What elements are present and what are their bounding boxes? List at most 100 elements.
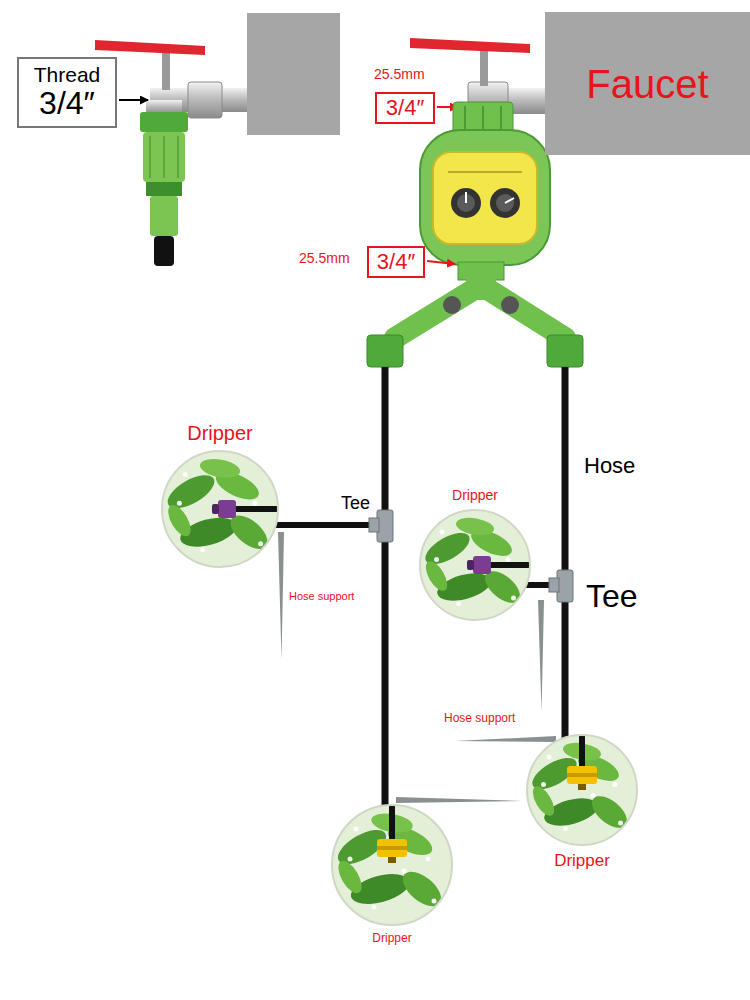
- callout-arrow: [427, 261, 455, 264]
- y-splitter: [443, 296, 461, 314]
- left-faucet: [95, 40, 205, 55]
- box-text: 3/4″: [377, 250, 415, 274]
- photo-border: [420, 510, 530, 620]
- left-faucet: [146, 100, 182, 114]
- water-drop: [434, 557, 439, 562]
- dripper-stub: [486, 562, 532, 568]
- water-timer: [505, 198, 514, 203]
- water-drop: [506, 557, 511, 562]
- water-drop: [563, 826, 568, 831]
- dripper-head: [567, 766, 597, 784]
- photo-border: [332, 805, 452, 925]
- photo-border: [527, 735, 637, 845]
- leaf: [455, 515, 496, 538]
- leaf: [198, 456, 241, 480]
- leaf: [586, 790, 632, 834]
- photo-ground: [525, 733, 639, 847]
- dripper-photo: [525, 733, 639, 847]
- water-drop: [372, 905, 377, 910]
- dripper-photo: [330, 803, 454, 927]
- left-faucet: [188, 82, 222, 118]
- dripper-band: [377, 846, 407, 850]
- quick-connector: [163, 136, 165, 178]
- part-label: 25.5mm: [373, 66, 426, 82]
- water-drop: [354, 827, 359, 832]
- dripper-node: Dripper: [525, 733, 639, 871]
- hose: [562, 367, 569, 738]
- dripper-head: [377, 839, 407, 857]
- water-drop: [440, 530, 445, 535]
- water-drop: [200, 547, 205, 552]
- thread-callout: Thread3/4″: [17, 57, 117, 128]
- quick-connector: [149, 136, 151, 178]
- dripper-head: [218, 500, 236, 518]
- dripper-nozzle: [212, 504, 219, 514]
- thread-size-box: 3/4″: [375, 92, 435, 124]
- dripper-band: [567, 773, 597, 777]
- right-valve: [410, 38, 530, 53]
- quick-connector: [140, 112, 188, 132]
- quick-connector: [177, 136, 179, 178]
- dripper-nozzle: [578, 784, 586, 790]
- water-timer: [451, 188, 481, 218]
- water-drop: [426, 857, 431, 862]
- y-splitter: [466, 276, 496, 300]
- dripper-label: Dripper: [452, 487, 498, 504]
- dripper-label: Dripper: [372, 931, 411, 945]
- dripper-photo: [330, 803, 454, 927]
- dripper-head: [473, 556, 491, 574]
- water-timer: [433, 152, 537, 244]
- water-drop: [252, 501, 257, 506]
- water-drop: [613, 782, 618, 787]
- part-label: Hose: [583, 453, 636, 478]
- dripper-label: Dripper: [554, 851, 610, 871]
- photo-ground: [330, 803, 454, 927]
- box-text: 3/4″: [39, 86, 95, 121]
- part-label: Tee: [585, 578, 639, 615]
- hose-support-stake: [278, 532, 284, 660]
- left-faucet: [95, 13, 340, 135]
- water-timer: [420, 102, 550, 280]
- water-timer: [496, 194, 514, 212]
- part-label: Hose support: [443, 712, 516, 726]
- photo-ground: [418, 508, 532, 622]
- box-text: Faucet: [586, 62, 708, 106]
- dripper-photo: [160, 449, 280, 569]
- hose: [382, 367, 389, 808]
- dripper-photo: [418, 508, 532, 622]
- hose-support-stake: [396, 797, 522, 803]
- water-drop: [541, 782, 546, 787]
- dripper-photo: [160, 449, 280, 569]
- quick-connector: [146, 182, 182, 196]
- water-drop: [547, 755, 552, 760]
- quick-connector: [143, 132, 185, 182]
- dripper-stub: [389, 803, 395, 840]
- hose-support-stake: [455, 736, 556, 742]
- water-drop: [348, 857, 353, 862]
- water-drop: [183, 472, 188, 477]
- hose: [272, 367, 565, 808]
- water-timer: [490, 188, 520, 218]
- box-text: 3/4″: [386, 96, 424, 120]
- photo-border: [162, 451, 278, 567]
- right-valve: [480, 46, 488, 86]
- tee-fitting: [369, 518, 379, 532]
- y-splitter: [501, 296, 519, 314]
- water-timer: [465, 192, 467, 203]
- water-drop: [456, 601, 461, 606]
- faucet-box: Faucet: [545, 12, 750, 155]
- photo-ground: [160, 449, 280, 569]
- dripper-node: Dripper: [418, 487, 532, 622]
- dripper-nozzle: [467, 560, 474, 570]
- hose-support-stake: [538, 600, 544, 712]
- dripper-stub: [579, 733, 585, 767]
- left-faucet: [247, 13, 340, 135]
- y-splitter: [367, 276, 583, 367]
- quick-connector: [140, 112, 188, 266]
- dripper-stub: [232, 506, 280, 512]
- thread-size-box: 3/4″: [367, 246, 425, 278]
- dripper-nozzle: [388, 857, 396, 863]
- water-drop: [618, 821, 623, 826]
- quick-connector: [154, 236, 174, 266]
